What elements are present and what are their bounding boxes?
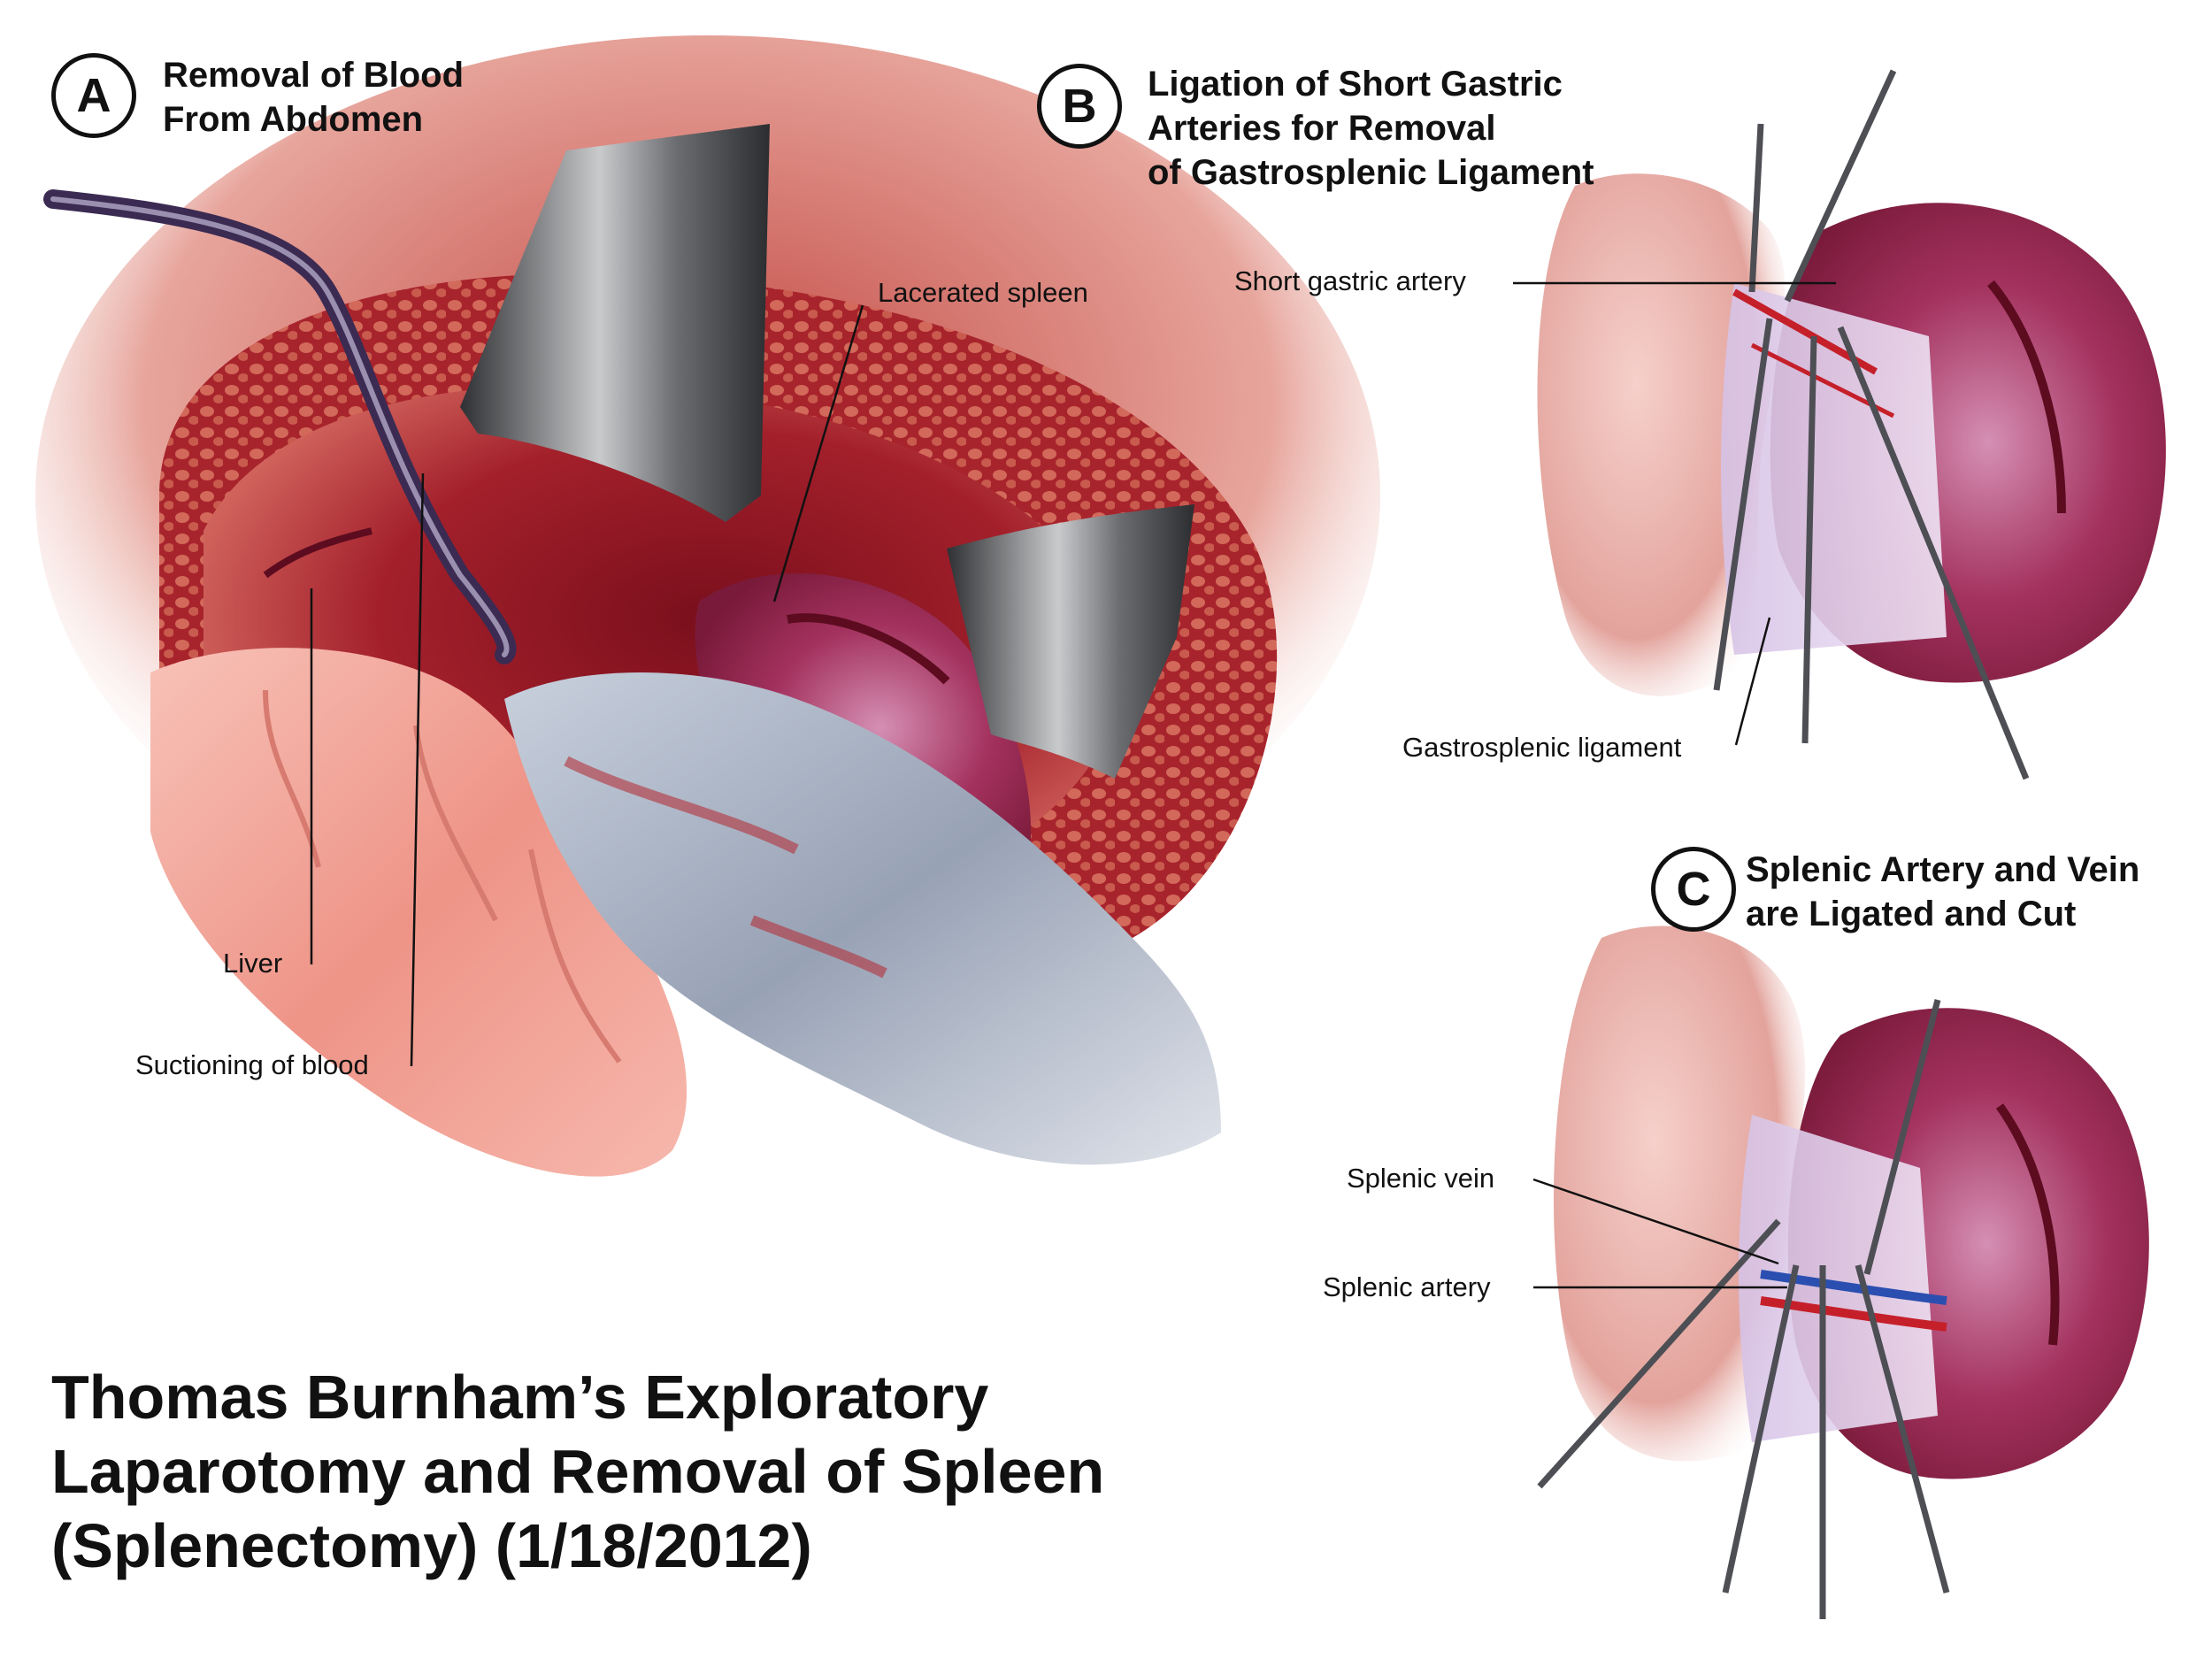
label-splenic-vein: Splenic vein bbox=[1347, 1163, 1495, 1194]
label-short-gastric-artery: Short gastric artery bbox=[1234, 265, 1466, 296]
panel-a-heading-line: Removal of Blood bbox=[163, 56, 465, 95]
label-splenic-artery: Splenic artery bbox=[1323, 1271, 1491, 1302]
panel-a-heading: Removal of Blood From Abdomen bbox=[163, 53, 464, 142]
panel-b-badge: B bbox=[1037, 64, 1122, 149]
page-title-line: (Splenectomy) (1/18/2012) bbox=[51, 1511, 812, 1580]
panel-c-heading: Splenic Artery and Vein are Ligated and … bbox=[1746, 848, 2139, 936]
panel-b-heading: Ligation of Short Gastric Arteries for R… bbox=[1148, 62, 1594, 195]
panel-b-letter: B bbox=[1062, 80, 1097, 133]
leader-lacerated-spleen bbox=[772, 304, 864, 603]
leader-splenic-vein bbox=[1532, 1178, 1779, 1265]
panel-c-illustration bbox=[1537, 926, 2149, 1619]
panel-a-badge: A bbox=[51, 53, 136, 138]
panel-c-badge: C bbox=[1651, 847, 1736, 932]
leader-suctioning bbox=[410, 472, 425, 1067]
panel-a-illustration bbox=[35, 35, 1380, 1177]
page-title-line: Thomas Burnham’s Exploratory bbox=[51, 1363, 989, 1432]
page-title-line: Laparotomy and Removal of Spleen bbox=[51, 1437, 1105, 1506]
page-title: Thomas Burnham’s Exploratory Laparotomy … bbox=[51, 1360, 1104, 1583]
label-gastrosplenic-ligament: Gastrosplenic ligament bbox=[1402, 732, 1682, 763]
panel-c-letter: C bbox=[1676, 863, 1711, 916]
label-liver: Liver bbox=[223, 948, 283, 979]
panel-b-heading-line: Arteries for Removal bbox=[1148, 109, 1496, 148]
panel-b-heading-line: Ligation of Short Gastric bbox=[1148, 65, 1563, 104]
panel-a-letter: A bbox=[76, 69, 111, 122]
panel-a-heading-line: From Abdomen bbox=[163, 100, 424, 139]
label-lacerated-spleen: Lacerated spleen bbox=[878, 277, 1088, 308]
panel-b-heading-line: of Gastrosplenic Ligament bbox=[1148, 153, 1594, 192]
panel-b-illustration bbox=[1537, 69, 2166, 780]
leader-gastrosplenic-ligament bbox=[1734, 617, 1771, 746]
panel-c-heading-line: are Ligated and Cut bbox=[1746, 895, 2077, 933]
panel-c-heading-line: Splenic Artery and Vein bbox=[1746, 850, 2140, 889]
leader-lines bbox=[310, 281, 1836, 1289]
label-suctioning-of-blood: Suctioning of blood bbox=[135, 1049, 369, 1080]
